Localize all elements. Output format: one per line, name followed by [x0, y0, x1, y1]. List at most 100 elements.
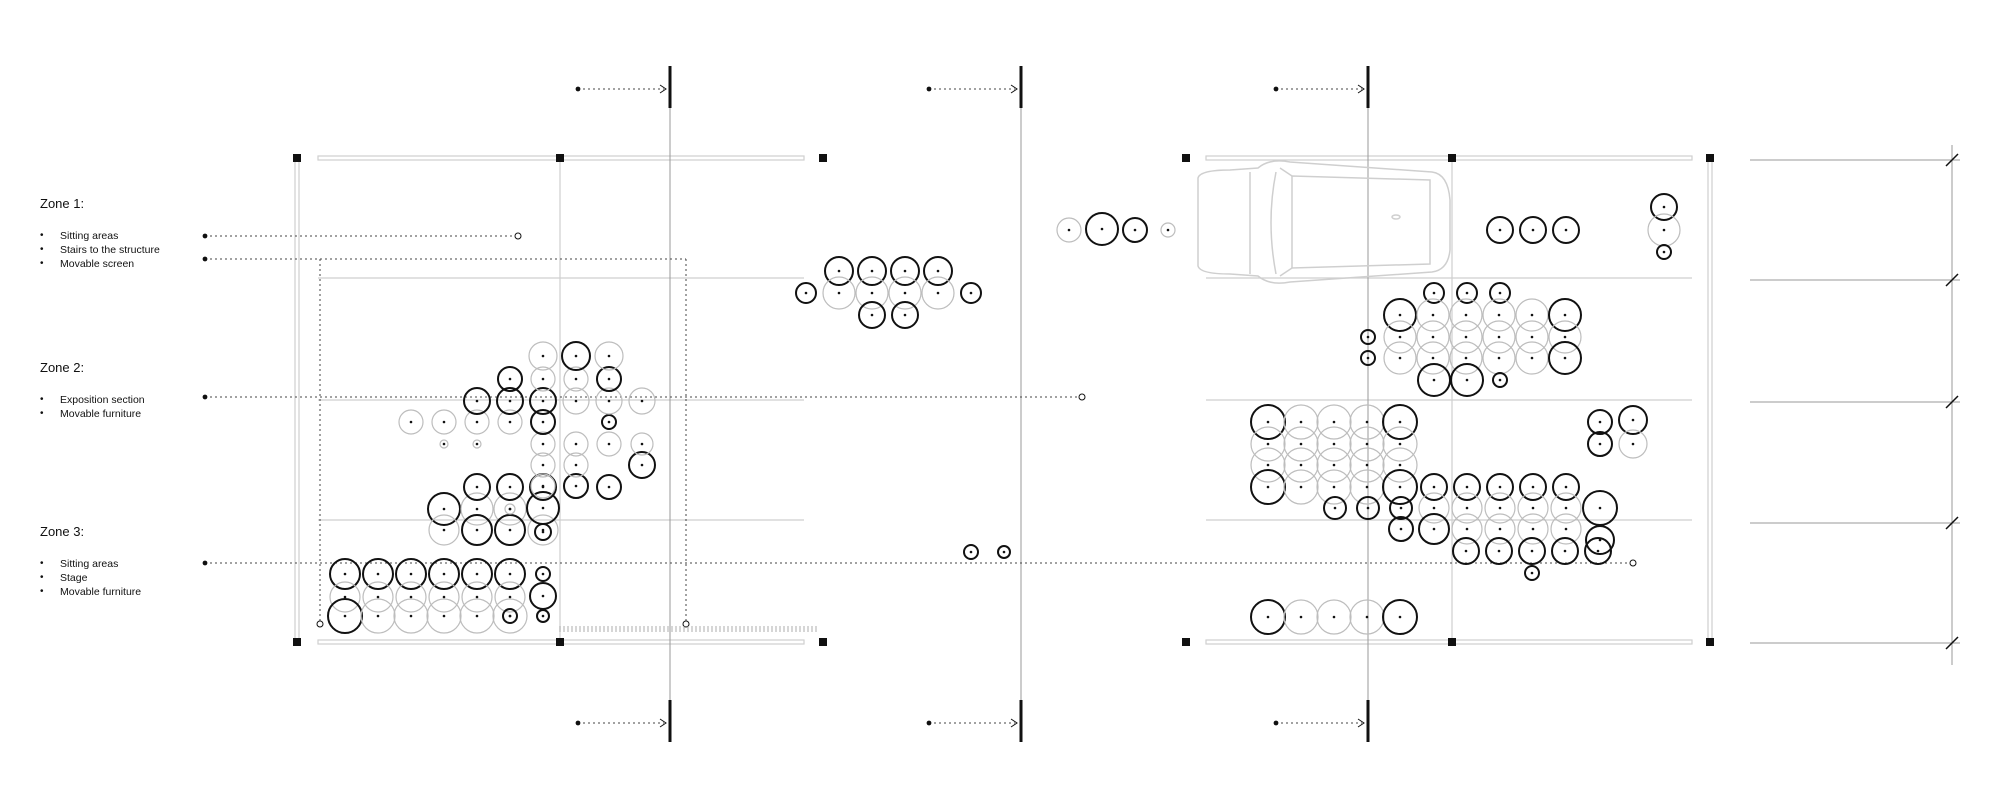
chair-center [1266, 442, 1270, 446]
chair-center [1299, 485, 1303, 489]
chair-center [1596, 549, 1600, 553]
chair-icon [472, 439, 482, 449]
column-icon [556, 154, 564, 162]
chair-icon [1449, 320, 1483, 354]
chair-icon [1585, 525, 1615, 555]
chair-center [1563, 313, 1567, 317]
chair-icon [1416, 341, 1450, 375]
chair-icon [1122, 217, 1148, 243]
column-icon [1706, 638, 1714, 646]
chair-icon [888, 276, 922, 310]
chair-icon [1416, 320, 1450, 354]
dimension-tick-icon [1945, 153, 1959, 650]
chair-center [475, 614, 479, 618]
chair-center [1530, 356, 1534, 360]
chair-center [903, 313, 907, 317]
chair-center [1067, 228, 1071, 232]
chair-center [574, 399, 578, 403]
chair-icon [1548, 298, 1582, 332]
chair-center [508, 507, 512, 511]
chair-center [541, 420, 545, 424]
chair-center [1464, 313, 1468, 317]
chair-icon [1316, 404, 1352, 440]
chair-center [1465, 527, 1469, 531]
chair-icon [563, 452, 589, 478]
zone-item: Sitting areas [40, 229, 240, 243]
chair-center [1365, 485, 1369, 489]
chair-center [508, 399, 512, 403]
chair-icon [562, 387, 590, 415]
chair-center [1266, 615, 1270, 619]
chair-center [1100, 227, 1104, 231]
dimension-lines [1750, 145, 1960, 665]
chair-center [1531, 228, 1535, 232]
chair-icon [1492, 372, 1508, 388]
chair-icon [1349, 447, 1385, 483]
chair-center [1530, 335, 1534, 339]
chair-icon [398, 409, 424, 435]
chair-center [1332, 420, 1336, 424]
chair-icon [1519, 473, 1547, 501]
chair-center [1398, 442, 1402, 446]
chair-icon [1449, 298, 1483, 332]
chair-icon [1482, 298, 1516, 332]
chair-center [508, 595, 512, 599]
chair-center [541, 614, 545, 618]
chair-icon [1519, 216, 1547, 244]
dimension-tick-icon [1945, 516, 1959, 530]
chair-icon [463, 387, 491, 415]
chair-icon [1551, 537, 1579, 565]
chair-icon [1656, 244, 1672, 260]
chair-icon [1316, 426, 1352, 462]
chair-icon [1548, 341, 1582, 375]
chair-center [1564, 228, 1568, 232]
zone-item: Sitting areas [40, 557, 240, 571]
chair-center [1431, 356, 1435, 360]
chair-center [409, 572, 413, 576]
chair-icon [428, 581, 460, 613]
chair-center [607, 377, 611, 381]
chair-center [541, 377, 545, 381]
column-icon [556, 638, 564, 646]
chair-icon [528, 341, 558, 371]
chair-icon [1360, 350, 1376, 366]
chair-icon [997, 545, 1011, 559]
dimension-tick-icon [1945, 636, 1959, 650]
chair-icon [921, 276, 955, 310]
chair-icon [1418, 513, 1450, 545]
chair-center [343, 572, 347, 576]
chair-center [475, 485, 479, 489]
chair-icon [439, 439, 449, 449]
chair-center [1464, 549, 1468, 553]
chair-icon [496, 473, 524, 501]
chair-center [1332, 615, 1336, 619]
chair-center [1465, 378, 1469, 382]
chair-icon [535, 566, 551, 582]
chair-icon [960, 282, 982, 304]
chair-center [1299, 463, 1303, 467]
chair-icon [1382, 599, 1418, 635]
chair-icon [1423, 282, 1445, 304]
chair-icon [855, 276, 889, 310]
chair-center [442, 528, 446, 532]
chair-icon [1283, 469, 1319, 505]
chair-icon [1349, 426, 1385, 462]
chair-center [1398, 463, 1402, 467]
chair-icon [1250, 404, 1286, 440]
chair-icon [1160, 222, 1176, 238]
chair-center [409, 595, 413, 599]
chair-center [1498, 378, 1502, 382]
zone-items: Sitting areas Stage Movable furniture [40, 557, 240, 599]
chair-center [1002, 550, 1006, 554]
chair-icon [461, 514, 493, 546]
chair-center [969, 550, 973, 554]
chair-center [1365, 463, 1369, 467]
zone-title: Zone 2: [40, 360, 85, 375]
chair-center [1563, 356, 1567, 360]
zone-items: Sitting areas Stairs to the structure Mo… [40, 229, 240, 271]
chair-center [607, 442, 611, 446]
chair-icon [1584, 537, 1612, 565]
chair-center [1662, 205, 1666, 209]
chair-center [442, 572, 446, 576]
chair-center [376, 572, 380, 576]
